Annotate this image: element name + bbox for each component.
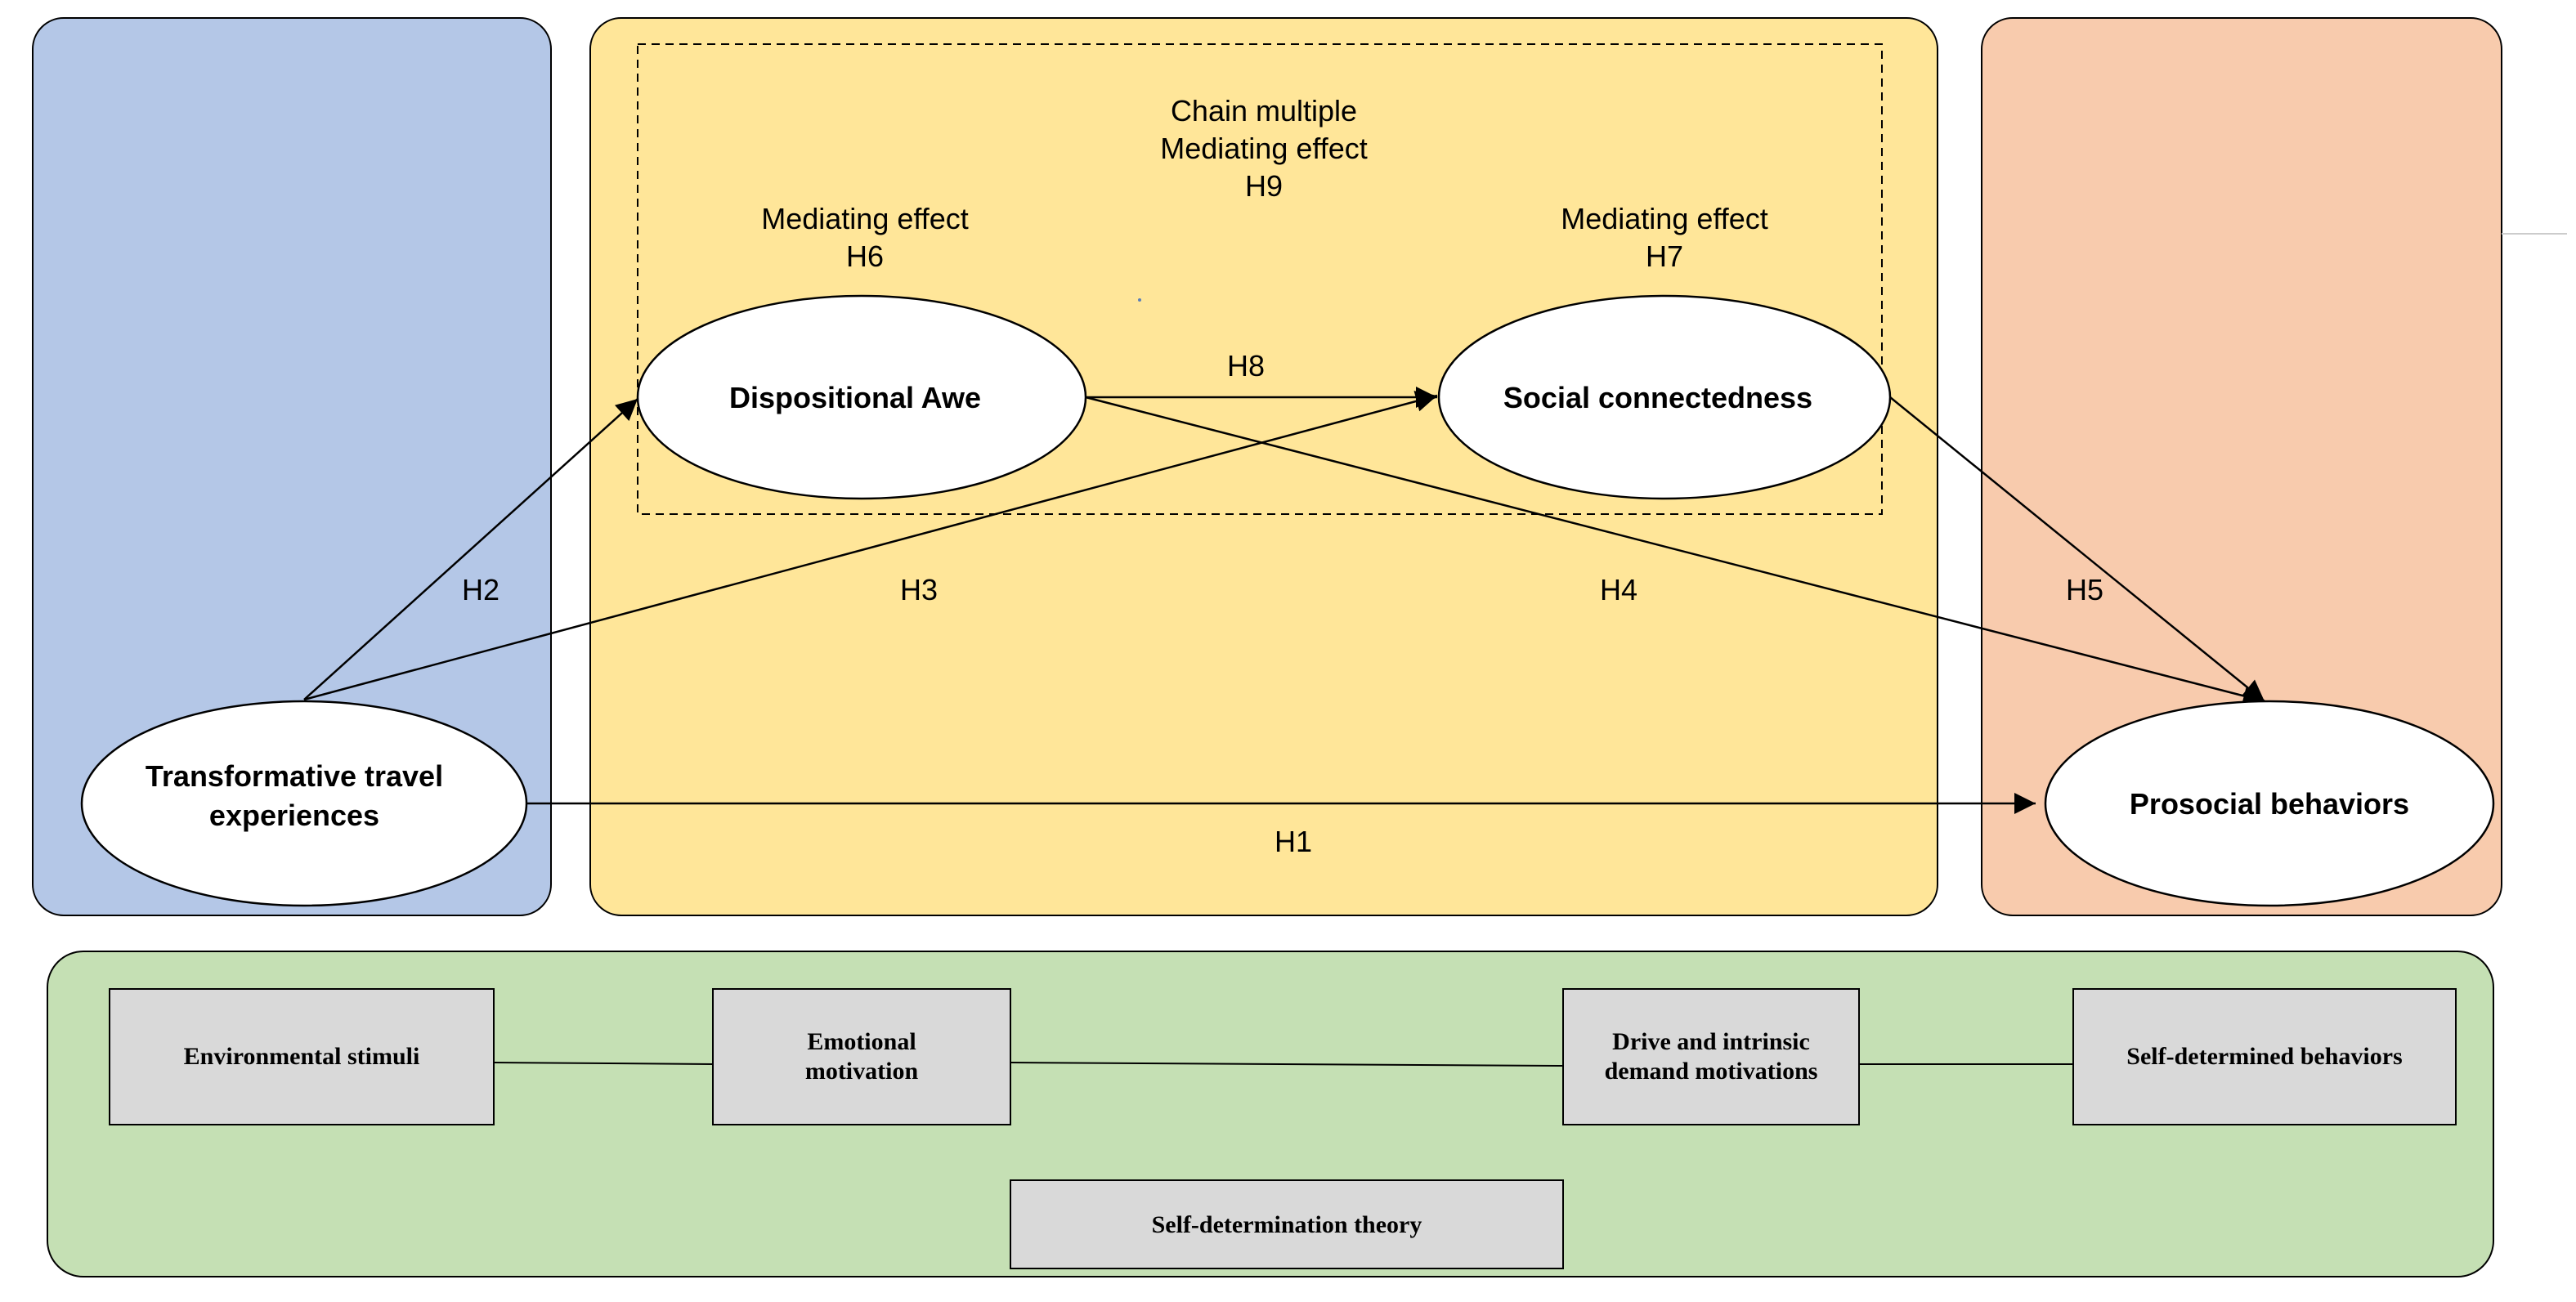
arrow-h4	[1085, 396, 2265, 707]
hypothesis-h8-label: H8	[1227, 349, 1265, 383]
node-transformative-travel: Transformative travel experiences	[80, 700, 528, 907]
theory-step-1-line1: Environmental stimuli	[184, 1043, 420, 1070]
hypothesis-h3-label: H3	[900, 573, 938, 606]
node-transformative-label-line2: experiences	[209, 799, 379, 832]
node-awe-label: Dispositional Awe	[729, 381, 981, 414]
annotation-h9-line3: H9	[1245, 169, 1283, 203]
annotation-h7: Mediating effect H7	[1561, 202, 1768, 273]
annotation-h7-line1: Mediating effect	[1561, 202, 1768, 235]
hypothesis-h4-label: H4	[1600, 573, 1637, 606]
node-social-connectedness: Social connectedness	[1437, 294, 1892, 500]
node-prosocial-behaviors: Prosocial behaviors	[2044, 700, 2495, 907]
arrow-h5	[1889, 396, 2265, 702]
theory-step-2-line1: Emotional	[807, 1028, 916, 1055]
hypothesis-h1-label: H1	[1275, 825, 1312, 858]
node-dispositional-awe: Dispositional Awe	[636, 294, 1087, 500]
arrow-h3	[303, 391, 1438, 701]
stray-dot	[1138, 298, 1141, 302]
annotation-h6: Mediating effect H6	[761, 202, 969, 273]
theory-step-3-line2: demand motivations	[1605, 1058, 1818, 1085]
chain-mediation-box	[637, 43, 1883, 515]
theory-title-box: Self-determination theory	[1010, 1179, 1564, 1269]
node-transformative-label-line1: Transformative travel	[146, 759, 443, 793]
theory-step-3-line1: Drive and intrinsic	[1612, 1028, 1810, 1055]
mediator-panel	[589, 17, 1938, 916]
annotation-h6-line1: Mediating effect	[761, 202, 969, 235]
annotation-h9: Chain multiple Mediating effect H9	[1160, 94, 1368, 203]
theory-step-self-determined-behaviors: Self-determined behaviors	[2072, 988, 2457, 1125]
annotation-h6-line2: H6	[846, 239, 884, 273]
theory-step-drive-intrinsic: Drive and intrinsic demand motivations	[1562, 988, 1860, 1125]
theory-step-2-line2: motivation	[805, 1058, 919, 1085]
theory-step-4-line1: Self-determined behaviors	[2126, 1043, 2402, 1070]
outcome-panel	[1981, 17, 2502, 916]
arrow-h2	[303, 398, 638, 700]
annotation-h9-line2: Mediating effect	[1160, 132, 1368, 165]
theory-connector-1	[493, 1062, 714, 1065]
theory-panel	[47, 951, 2494, 1277]
annotation-h9-line1: Chain multiple	[1171, 94, 1357, 128]
node-prosocial-label: Prosocial behaviors	[2130, 787, 2409, 821]
theory-connector-2	[1010, 1062, 1564, 1067]
node-social-label: Social connectedness	[1503, 381, 1812, 414]
theory-step-environmental-stimuli: Environmental stimuli	[109, 988, 495, 1125]
annotation-h7-line2: H7	[1646, 239, 1683, 273]
theory-title: Self-determination theory	[1152, 1211, 1422, 1238]
hypothesis-h5-label: H5	[2066, 573, 2103, 606]
antecedent-panel	[32, 17, 552, 916]
theory-step-emotional-motivation: Emotional motivation	[712, 988, 1011, 1125]
hypothesis-h2-label: H2	[462, 573, 500, 606]
